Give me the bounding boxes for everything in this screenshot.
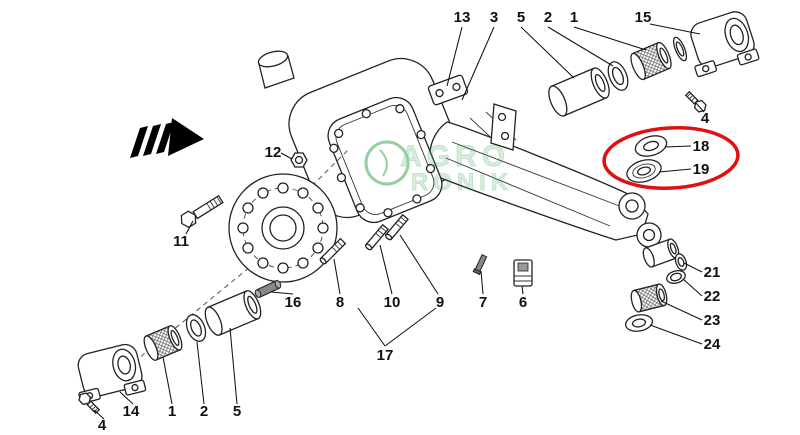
callout-6: 6 <box>519 294 527 311</box>
part-5-sleeve-top <box>548 67 610 117</box>
leader-14 <box>119 391 134 405</box>
part-22-washer <box>666 270 686 284</box>
leader-1-top <box>573 26 647 51</box>
callout-16: 16 <box>285 294 302 311</box>
callout-4-top: 4 <box>701 110 710 127</box>
callout-2-bottom: 2 <box>200 403 208 420</box>
part-15-support-bracket <box>690 11 760 78</box>
leader-18 <box>664 145 692 148</box>
callout-12: 12 <box>265 144 282 161</box>
leader-10 <box>379 244 393 295</box>
leader-24 <box>649 324 703 345</box>
part-5-sleeve-bottom <box>204 290 262 336</box>
yoke-end <box>618 192 662 248</box>
callout-8: 8 <box>336 294 344 311</box>
direction-arrow-icon <box>130 118 204 158</box>
leader-19 <box>658 168 692 173</box>
part-4-bolt-bottom <box>78 392 101 415</box>
part-9-stud <box>385 213 409 241</box>
highlight-ellipse <box>602 126 740 190</box>
callout-24: 24 <box>704 336 721 353</box>
leader-21 <box>683 262 703 273</box>
callout-4-bottom: 4 <box>98 417 107 434</box>
callout-21: 21 <box>704 264 721 281</box>
callout-15: 15 <box>635 9 652 26</box>
leader-9 <box>399 234 439 295</box>
leader-16 <box>270 291 294 295</box>
diff-cover <box>327 96 443 224</box>
leader-13 <box>446 26 463 87</box>
mounting-flange <box>228 173 338 283</box>
part-21-washer <box>674 253 688 271</box>
leader-4-bottom <box>93 409 105 420</box>
part-6-plate <box>513 259 533 287</box>
leader-lines <box>93 23 705 420</box>
watermark-line1: AGRO <box>400 140 510 173</box>
part-18-washer <box>634 135 668 157</box>
callout-7: 7 <box>479 294 487 311</box>
watermark: AGRO RONIK <box>364 140 513 196</box>
leader-3 <box>461 26 495 101</box>
callout-1-top: 1 <box>570 9 578 26</box>
leader-8 <box>333 258 341 295</box>
part-2-ring-top <box>607 61 629 91</box>
thin-ring <box>672 36 688 62</box>
callout-13: 13 <box>454 9 471 26</box>
callout-2-top: 2 <box>544 9 552 26</box>
callout-9: 9 <box>436 294 444 311</box>
leader-5-bottom <box>229 327 238 405</box>
callout-11: 11 <box>173 233 189 250</box>
leader-2-bottom <box>196 341 205 405</box>
part-4-bolt-top <box>684 90 707 113</box>
leader-17 <box>357 307 437 347</box>
callout-5-bottom: 5 <box>233 403 241 420</box>
callout-19: 19 <box>693 161 710 178</box>
leader-22 <box>682 278 703 297</box>
part-2-ring-bottom <box>185 314 207 342</box>
part-7-pin <box>472 254 488 276</box>
leader-4-top <box>695 102 705 113</box>
callout-14: 14 <box>123 403 140 420</box>
part-23-bushing <box>630 283 668 313</box>
leader-7 <box>480 270 484 295</box>
leader-6 <box>521 285 524 295</box>
part-1-bushing-bottom <box>143 325 183 361</box>
part-19-seal-washer <box>626 159 662 183</box>
leader-2-top <box>547 26 614 67</box>
callout-1-bottom: 1 <box>168 403 176 420</box>
leader-15 <box>649 23 701 35</box>
kingpin-boss <box>642 238 680 268</box>
part-11-bolt <box>180 194 224 229</box>
callout-22: 22 <box>704 288 721 305</box>
part-10-stud <box>365 223 389 251</box>
callouts: 13 3 5 2 1 15 4 18 19 21 22 23 24 12 11 … <box>98 9 721 434</box>
callout-17: 17 <box>377 347 394 364</box>
part-16-pin <box>254 279 282 299</box>
cover-bolt-holes <box>329 104 436 218</box>
top-bracket <box>427 74 469 106</box>
callout-23: 23 <box>704 312 721 329</box>
part-24-washer <box>624 314 654 332</box>
callout-5-top: 5 <box>517 9 525 26</box>
leader-23 <box>660 300 703 321</box>
part-12-nut <box>290 152 308 168</box>
part-8-stud <box>319 237 347 265</box>
side-bracket <box>490 103 517 151</box>
leader-5-top <box>520 26 575 79</box>
watermark-line2: RONIK <box>411 169 513 196</box>
leader-11 <box>185 220 194 235</box>
callout-10: 10 <box>384 294 401 311</box>
part-14-support-bracket <box>77 343 147 404</box>
part-1-bushing-top <box>630 41 672 81</box>
leader-1-bottom <box>162 356 173 405</box>
callout-3: 3 <box>490 9 498 26</box>
callout-18: 18 <box>693 138 710 155</box>
leader-12 <box>280 152 293 160</box>
